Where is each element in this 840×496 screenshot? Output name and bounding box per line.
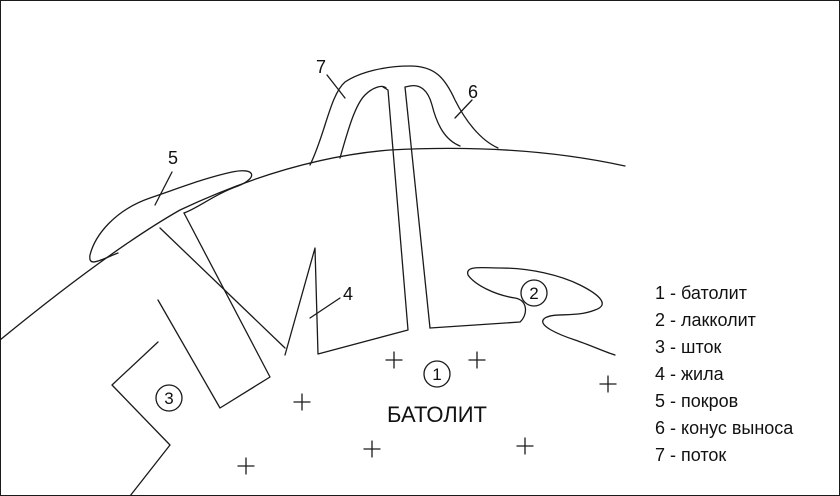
lava-flow-inner (339, 85, 387, 159)
legend-item-7: 7 - поток (655, 445, 726, 465)
pointer-label-6: 6 (468, 82, 478, 102)
circle-label-2: 2 (529, 284, 538, 303)
pointer-6 (454, 99, 473, 119)
feeder-dike (157, 212, 271, 409)
central-conduit (404, 85, 431, 329)
pointer-label-5: 5 (168, 148, 178, 168)
sheet-lens (89, 170, 253, 263)
legend-item-6: 6 - конус выноса (655, 418, 794, 438)
earth-surface (0, 147, 626, 341)
circle-marker-3: 3 (155, 384, 183, 412)
pointer-4 (309, 297, 341, 319)
vein-outline (284, 86, 409, 356)
pointer-7 (326, 74, 346, 99)
pointer-5 (154, 171, 173, 206)
laccolith-outline (429, 266, 616, 356)
circle-label-1: 1 (432, 365, 441, 384)
legend-item-5: 5 - покров (655, 391, 738, 411)
cone-inner (409, 84, 461, 147)
legend-item-3: 3 - шток (655, 337, 722, 357)
stock-outline (111, 341, 171, 496)
legend: 1 - батолит 2 - лакколит 3 - шток 4 - жи… (655, 283, 794, 465)
legend-item-2: 2 - лакколит (655, 310, 756, 330)
legend-item-1: 1 - батолит (655, 283, 747, 303)
feeder-dike-left (159, 227, 286, 349)
pointer-label-7: 7 (316, 57, 326, 77)
circle-marker-2: 2 (520, 279, 548, 307)
batholith-title: БАТОЛИТ (387, 402, 487, 427)
circle-marker-1: 1 (423, 360, 451, 388)
pointer-label-4: 4 (343, 284, 353, 304)
legend-item-4: 4 - жила (655, 364, 725, 384)
plus-marks (237, 351, 617, 475)
lava-flow (309, 65, 499, 166)
circle-label-3: 3 (164, 389, 173, 408)
